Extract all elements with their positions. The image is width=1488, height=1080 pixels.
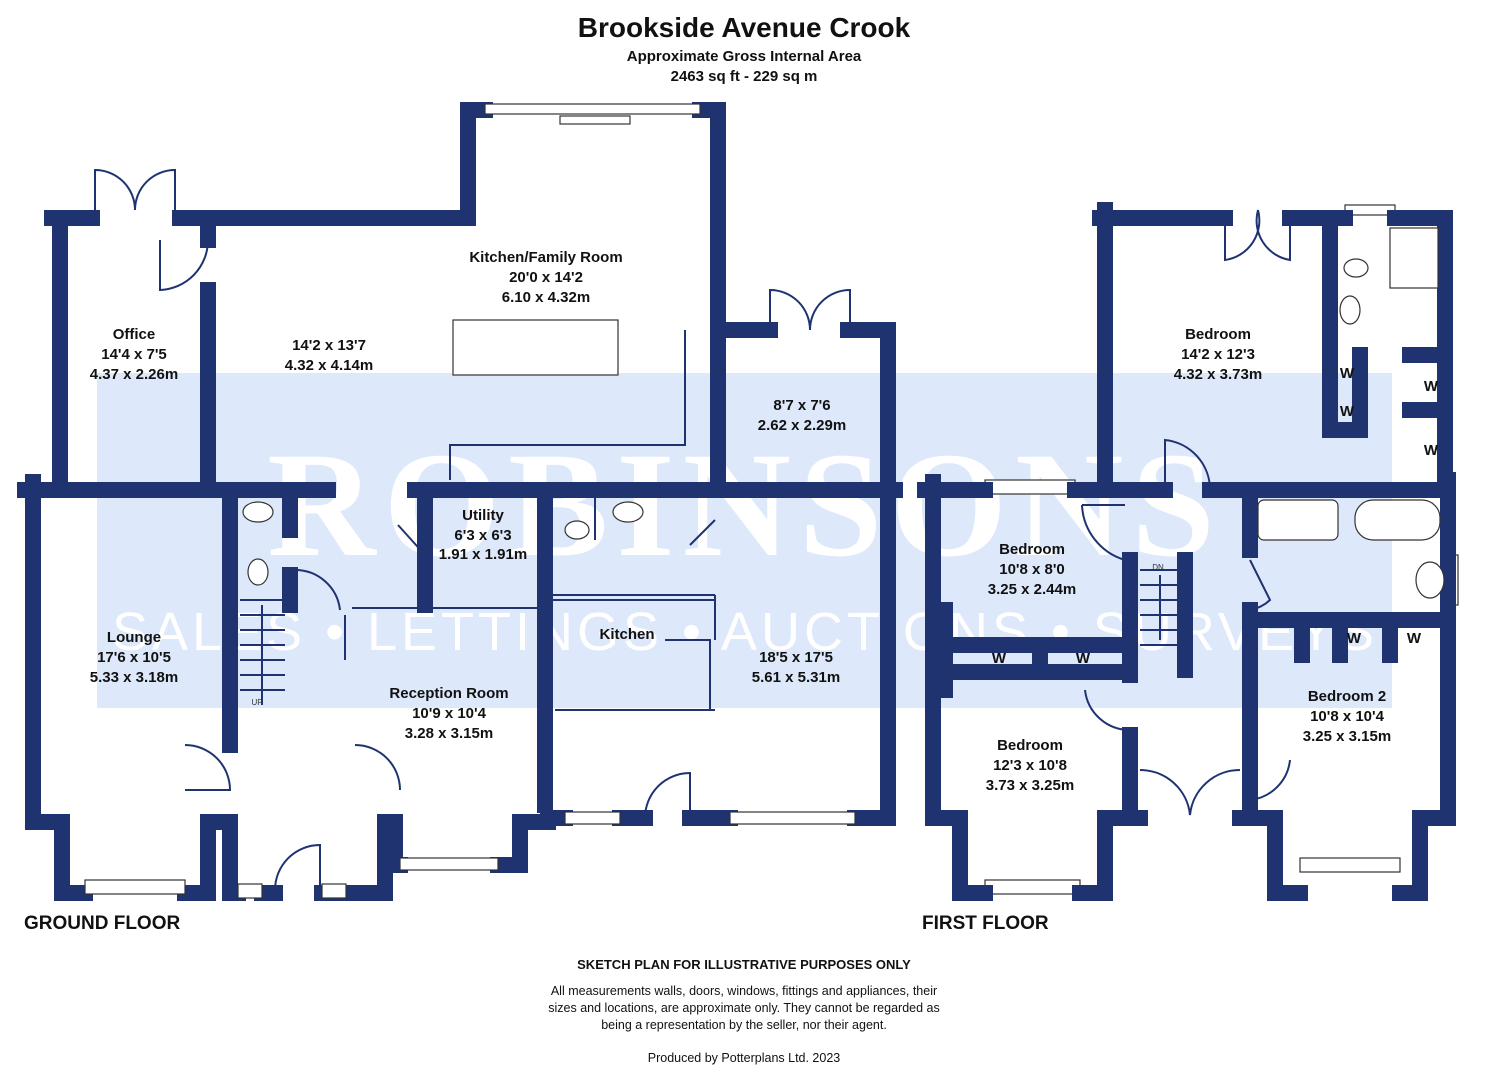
svg-text:Kitchen/Family Room: Kitchen/Family Room (469, 249, 622, 266)
svg-text:W: W (1424, 378, 1439, 395)
svg-text:Reception Room: Reception Room (389, 685, 508, 702)
room-utility: Utility 6'3 x 6'3 1.91 x 1.91m (439, 507, 527, 563)
svg-text:12'3 x 10'8: 12'3 x 10'8 (993, 757, 1067, 774)
watermark-brand: ROBINSONS (267, 422, 1223, 588)
svg-text:6'3 x 6'3: 6'3 x 6'3 (454, 527, 511, 544)
svg-text:4.32 x 3.73m: 4.32 x 3.73m (1174, 366, 1262, 383)
watermark-tagline: SALES • LETTINGS • AUCTIONS • SURVEYS (112, 602, 1378, 662)
svg-text:W: W (1340, 403, 1355, 420)
disclaimer-line-1: All measurements walls, doors, windows, … (550, 984, 938, 998)
svg-text:3.25 x 2.44m: 3.25 x 2.44m (988, 581, 1076, 598)
svg-text:10'8 x 10'4: 10'8 x 10'4 (1310, 708, 1385, 725)
producer-credit: Produced by Potterplans Ltd. 2023 (647, 1051, 841, 1065)
svg-text:Office: Office (113, 326, 156, 343)
svg-text:3.73 x 3.25m: 3.73 x 3.25m (986, 777, 1074, 794)
svg-text:Kitchen: Kitchen (599, 626, 654, 643)
disclaimer-heading: SKETCH PLAN FOR ILLUSTRATIVE PURPOSES ON… (577, 957, 911, 972)
room-bedroom-front: Bedroom 12'3 x 10'8 3.73 x 3.25m (986, 737, 1074, 794)
ground-floor-walls (17, 102, 903, 901)
room-lounge: Lounge 17'6 x 10'5 5.33 x 3.18m (90, 629, 178, 686)
svg-text:W: W (1340, 365, 1355, 382)
svg-text:10'8 x 8'0: 10'8 x 8'0 (999, 561, 1065, 578)
svg-text:W: W (1076, 650, 1091, 667)
svg-text:2.62 x 2.29m: 2.62 x 2.29m (758, 417, 846, 434)
svg-text:Bedroom: Bedroom (999, 541, 1065, 558)
svg-text:10'9 x 10'4: 10'9 x 10'4 (412, 705, 487, 722)
svg-text:Lounge: Lounge (107, 629, 161, 646)
ground-floor-label: GROUND FLOOR (24, 913, 181, 934)
svg-text:W: W (1424, 442, 1439, 459)
room-master-bedroom: Bedroom 14'2 x 12'3 4.32 x 3.73m (1174, 326, 1262, 383)
first-floor-label: FIRST FLOOR (922, 913, 1049, 934)
room-reception: Reception Room 10'9 x 10'4 3.28 x 3.15m (389, 685, 508, 742)
watermark-band (97, 373, 1392, 708)
disclaimer-line-2: sizes and locations, are approximate onl… (548, 1001, 940, 1015)
svg-text:18'5 x 17'5: 18'5 x 17'5 (759, 649, 833, 666)
svg-text:Bedroom: Bedroom (997, 737, 1063, 754)
svg-text:3.25 x 3.15m: 3.25 x 3.15m (1303, 728, 1391, 745)
stairs-up-label: UP (251, 698, 262, 707)
svg-text:W: W (992, 650, 1007, 667)
fixtures (242, 227, 1445, 599)
svg-text:17'6 x 10'5: 17'6 x 10'5 (97, 649, 171, 666)
plan-subtitle: Approximate Gross Internal Area (626, 48, 862, 65)
svg-text:3.28 x 3.15m: 3.28 x 3.15m (405, 725, 493, 742)
svg-text:5.61 x 5.31m: 5.61 x 5.31m (752, 669, 840, 686)
stairs (240, 569, 1180, 705)
room-office: Office 14'4 x 7'5 4.37 x 2.26m (90, 326, 178, 383)
wardrobe-labels: W W W W W W W W (992, 365, 1439, 667)
svg-text:14'4 x 7'5: 14'4 x 7'5 (101, 346, 167, 363)
stairs-down-label: DN (1152, 563, 1164, 572)
room-kitchen-family: Kitchen/Family Room 20'0 x 14'2 6.10 x 4… (469, 249, 622, 306)
disclaimer-line-3: being a representation by the seller, no… (601, 1018, 887, 1032)
plan-title: Brookside Avenue Crook (577, 12, 911, 43)
room-kitchen: Kitchen (599, 626, 654, 643)
room-living-kitchen: 18'5 x 17'5 5.61 x 5.31m (752, 649, 840, 686)
svg-text:4.32 x 4.14m: 4.32 x 4.14m (285, 357, 373, 374)
first-floor-walls (917, 202, 1456, 901)
svg-text:20'0 x 14'2: 20'0 x 14'2 (509, 269, 583, 286)
svg-text:14'2 x 13'7: 14'2 x 13'7 (292, 337, 366, 354)
svg-text:6.10 x 4.32m: 6.10 x 4.32m (502, 289, 590, 306)
svg-text:1.91 x 1.91m: 1.91 x 1.91m (439, 546, 527, 563)
svg-text:Bedroom 2: Bedroom 2 (1308, 688, 1386, 705)
room-garden-room: 8'7 x 7'6 2.62 x 2.29m (758, 397, 846, 434)
doors (94, 168, 1291, 891)
svg-text:Bedroom: Bedroom (1185, 326, 1251, 343)
svg-text:8'7 x 7'6: 8'7 x 7'6 (773, 397, 830, 414)
svg-text:W: W (1407, 630, 1422, 647)
svg-text:14'2 x 12'3: 14'2 x 12'3 (1181, 346, 1255, 363)
room-dining-area: 14'2 x 13'7 4.32 x 4.14m (285, 337, 373, 374)
svg-text:4.37 x 2.26m: 4.37 x 2.26m (90, 366, 178, 383)
plan-area: 2463 sq ft - 229 sq m (670, 68, 818, 85)
svg-text:5.33 x 3.18m: 5.33 x 3.18m (90, 669, 178, 686)
room-bedroom-small: Bedroom 10'8 x 8'0 3.25 x 2.44m (988, 541, 1076, 598)
svg-text:W: W (1347, 630, 1362, 647)
svg-text:Utility: Utility (462, 507, 504, 524)
room-bedroom-2: Bedroom 2 10'8 x 10'4 3.25 x 3.15m (1303, 688, 1391, 745)
